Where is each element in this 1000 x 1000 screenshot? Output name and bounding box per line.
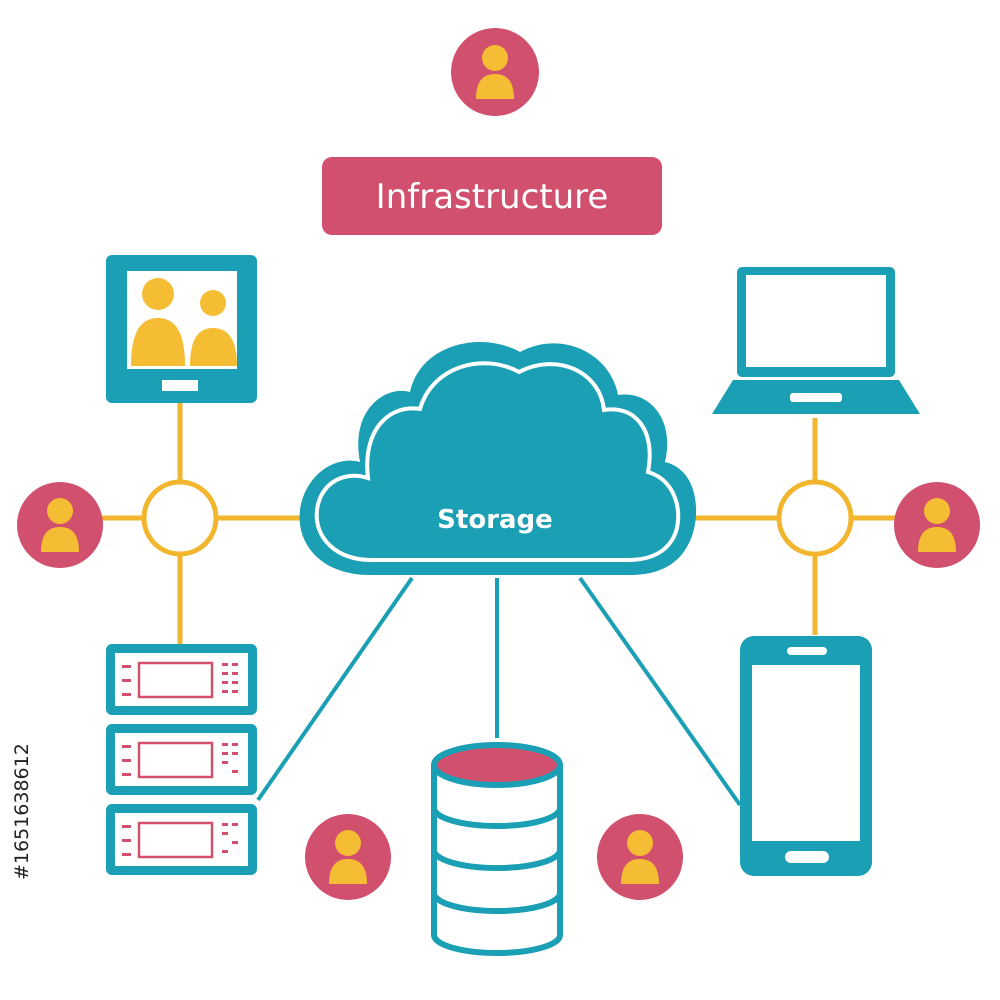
cloud-label: Storage <box>437 505 553 535</box>
connector-cloud-phone <box>578 576 742 807</box>
user-avatar-right-icon <box>894 482 980 568</box>
hub-node-left-icon <box>141 479 219 557</box>
database-icon <box>431 742 563 956</box>
cloud-icon: Storage <box>299 342 697 575</box>
user-avatar-bottom-left-icon <box>305 814 391 900</box>
teal-connectors <box>256 576 742 807</box>
laptop-icon <box>712 267 920 414</box>
title-badge-bg <box>322 157 662 235</box>
connector-cloud-server <box>256 576 414 802</box>
server-unit-3 <box>106 804 257 875</box>
server-unit-2 <box>106 724 257 795</box>
server-unit-1 <box>106 644 257 715</box>
yellow-connectors <box>100 403 900 645</box>
monitor-icon <box>106 255 257 403</box>
server-rack-icon <box>106 644 257 875</box>
user-avatar-left-icon <box>17 482 103 568</box>
title-badge: Infrastructure <box>322 157 662 235</box>
user-avatar-top-icon <box>451 28 539 116</box>
hub-node-right-icon <box>776 479 854 557</box>
stock-id-text: #165163861​2 <box>11 743 33 880</box>
title-text: Infrastructure <box>376 177 609 217</box>
user-avatar-bottom-right-icon <box>597 814 683 900</box>
smartphone-icon <box>740 636 872 876</box>
